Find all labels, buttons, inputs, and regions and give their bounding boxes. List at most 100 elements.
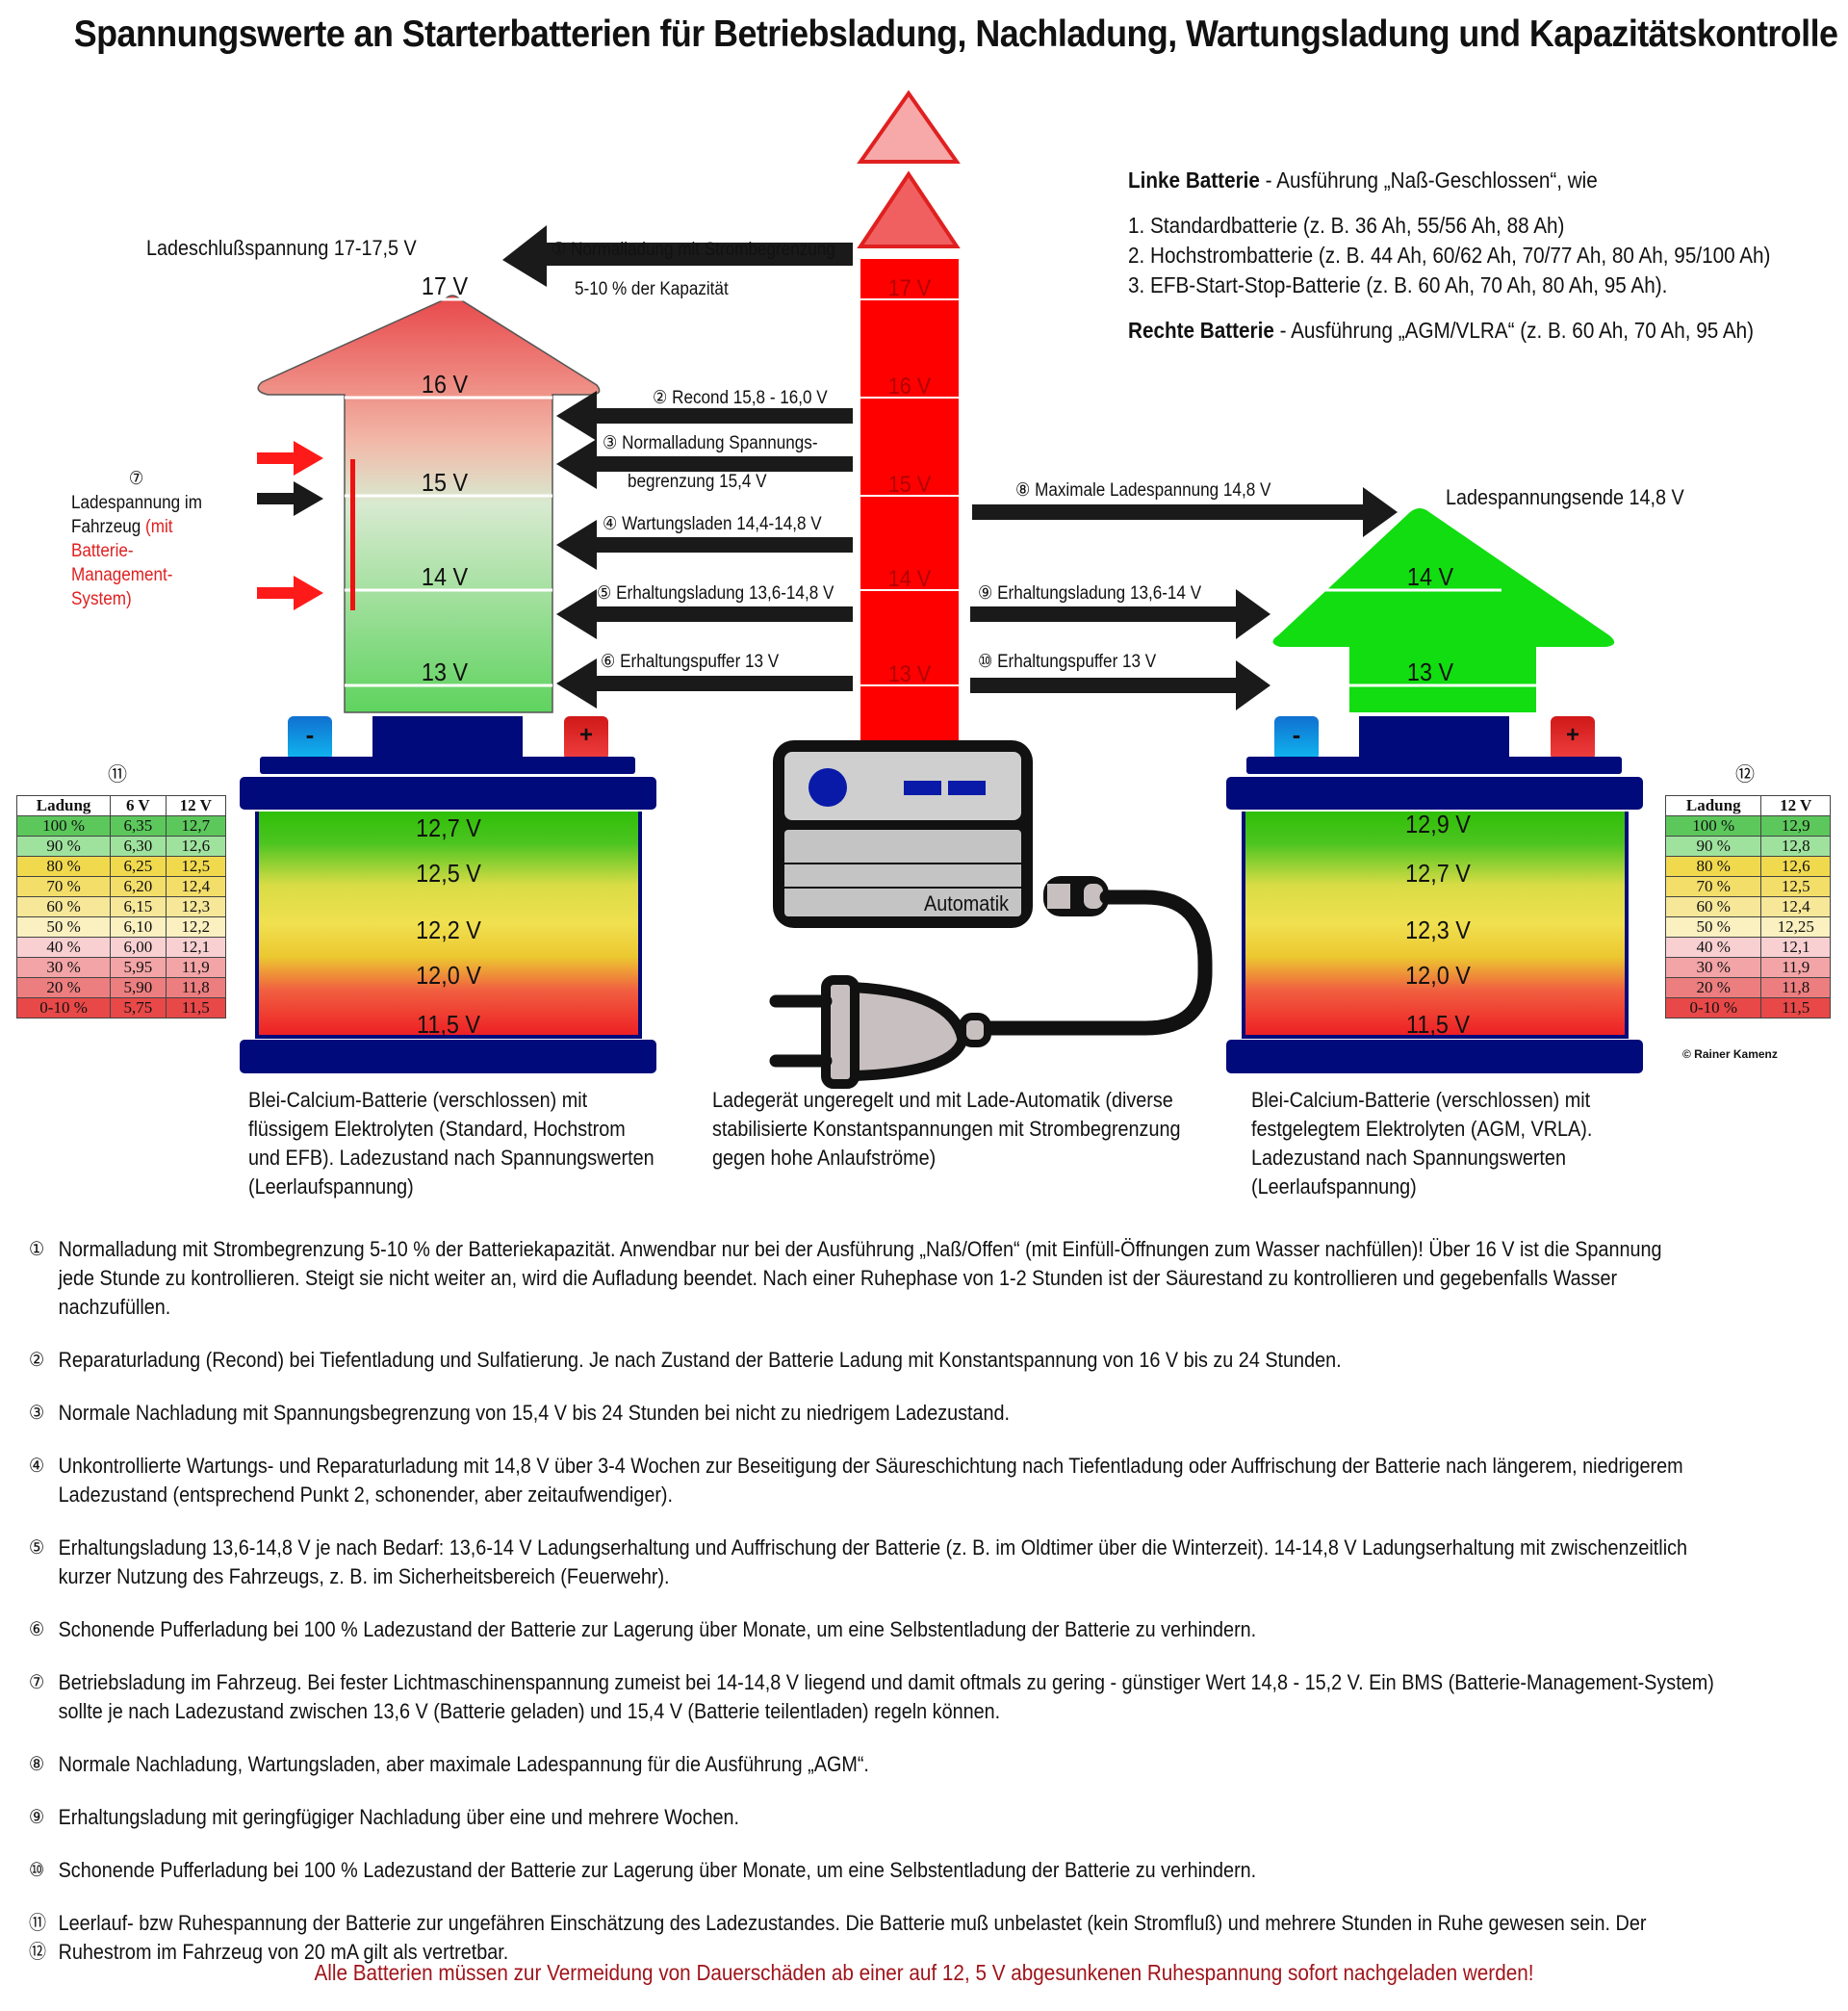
vehicle-charge-arrows	[257, 441, 323, 610]
note-text: Normale Nachladung, Wartungsladen, aber …	[59, 1750, 869, 1779]
note-line: Normalladung mit Strombegrenzung 5-10 % …	[58, 1237, 1662, 1261]
note-text: Reparaturladung (Recond) bei Tiefentladu…	[59, 1346, 1342, 1375]
level-label: 14 V	[421, 562, 469, 591]
note-line: Schonende Pufferladung bei 100 % Ladezus…	[58, 1617, 1257, 1641]
note-line: Ruhestrom im Fahrzeug von 20 mA gilt als…	[58, 1940, 509, 1964]
note-line: jede Stunde zu kontrollieren. Steigt sie…	[58, 1266, 1618, 1319]
battery-voltage: 12,7 V	[1405, 859, 1471, 888]
note-line: Normale Nachladung, Wartungsladen, aber …	[58, 1752, 869, 1776]
level-label: 13 V	[421, 657, 469, 686]
table-row: 20 %11,8	[1664, 977, 1831, 998]
note-text: Schonende Pufferladung bei 100 % Ladezus…	[59, 1856, 1257, 1885]
plus-terminal	[564, 716, 608, 761]
charger-voltage-column	[860, 259, 959, 740]
battery-voltage: 12,7 V	[416, 813, 481, 842]
table-cell-v12: 11,9	[165, 957, 226, 978]
table-left-number: ⑪	[108, 764, 127, 786]
arrow-label-1: ① Normalladung mit Strombegrenzung	[552, 240, 835, 260]
note-number: ②	[29, 1350, 45, 1371]
table-cell-charge: 30 %	[1664, 957, 1762, 978]
note-text: Erhaltungsladung 13,6-14,8 V je nach Bed…	[59, 1534, 1687, 1591]
level-label: 13 V	[1406, 657, 1454, 686]
table-cell-v12: 12,5	[165, 856, 226, 877]
note-item: ⑤ Erhaltungsladung 13,6-14,8 V je nach Be…	[29, 1534, 1727, 1591]
minus-terminal	[288, 716, 332, 761]
charger-level-label: 17 V	[887, 275, 932, 301]
table-cell-charge: 20 %	[1664, 977, 1762, 998]
indicator-light	[904, 781, 941, 795]
battery-type-item: 2. Hochstrombatterie (z. B. 44 Ah, 60/62…	[1128, 243, 1771, 268]
minus-terminal	[1274, 716, 1319, 761]
right-voltage-arrow	[1272, 508, 1615, 712]
arrow-sublabel-1: 5-10 % der Kapazität	[575, 279, 729, 299]
battery-voltage: 11,5 V	[1406, 1010, 1470, 1039]
note-text: Ruhestrom im Fahrzeug von 20 mA gilt als…	[59, 1938, 509, 1967]
table-cell-charge: 80 %	[1664, 856, 1762, 877]
table-cell-charge: 20 %	[15, 977, 112, 998]
charger-device	[769, 740, 1213, 1089]
table-cell-charge: 30 %	[15, 957, 112, 978]
table-cell-charge: 80 %	[15, 856, 112, 877]
table-cell-charge: 100 %	[1664, 815, 1762, 837]
table-cell-v6: 5,75	[110, 997, 167, 1018]
right-battery	[1226, 716, 1643, 1073]
battery-voltage: 12,5 V	[416, 859, 481, 888]
battery-voltage: 12,0 V	[416, 961, 481, 990]
battery-voltage: 12,3 V	[1405, 915, 1471, 944]
up-triangle-bottom	[857, 170, 961, 248]
vehicle-charge-label: ⑦ Ladespannung im Fahrzeug (mit Batterie…	[71, 469, 202, 609]
table-cell-v12: 11,8	[165, 977, 226, 998]
table-right-number: ⑫	[1735, 764, 1755, 786]
charger-level-label: 15 V	[887, 472, 932, 498]
table-cell-v12: 12,6	[1760, 856, 1831, 877]
note-line: Normale Nachladung mit Spannungsbegrenzu…	[58, 1401, 1011, 1425]
table-cell-v6: 6,15	[110, 896, 167, 917]
table-cell-v12: 12,6	[165, 836, 226, 857]
battery-voltage: 12,0 V	[1405, 961, 1471, 990]
table-cell-v6: 6,00	[110, 937, 167, 958]
note-number: ⑤	[29, 1537, 45, 1559]
table-row: 40 %12,1	[1664, 937, 1831, 958]
arrow-label-9: ⑨ Erhaltungsladung 13,6-14 V	[978, 583, 1202, 604]
note-line: Reparaturladung (Recond) bei Tiefentladu…	[58, 1348, 1342, 1372]
table-cell-charge: 50 %	[1664, 916, 1762, 938]
table-cell-v6: 6,10	[110, 916, 167, 938]
table-cell-charge: 90 %	[1664, 836, 1762, 857]
table-cell-charge: 60 %	[15, 896, 112, 917]
table-cell-charge: 50 %	[15, 916, 112, 938]
warning-text: Alle Batterien müssen zur Vermeidung von…	[314, 1960, 1534, 1985]
note-line: Erhaltungsladung 13,6-14,8 V je nach Bed…	[58, 1535, 1688, 1560]
table-cell-charge: 90 %	[15, 836, 112, 857]
table-cell-v12: 12,4	[165, 876, 226, 897]
note-number: ⑧	[29, 1754, 45, 1775]
note-number: ⑨	[29, 1807, 45, 1828]
note-line: Unkontrollierte Wartungs- und Reparaturl…	[58, 1454, 1683, 1478]
table-cell-v12: 12,8	[1760, 836, 1831, 857]
note-text: Normale Nachladung mit Spannungsbegrenzu…	[59, 1399, 1010, 1428]
table-cell-v6: 6,20	[110, 876, 167, 897]
note-line: Erhaltungsladung mit geringfügiger Nachl…	[58, 1805, 739, 1829]
note-text: Unkontrollierte Wartungs- und Reparaturl…	[59, 1452, 1683, 1509]
plus-icon: +	[1565, 722, 1579, 748]
note-text: Erhaltungsladung mit geringfügiger Nachl…	[59, 1803, 739, 1832]
note-number: ④	[29, 1456, 45, 1477]
copyright: © Rainer Kamenz	[1682, 1047, 1778, 1061]
table-cell-charge: 40 %	[15, 937, 112, 958]
table-cell-charge: 70 %	[15, 876, 112, 897]
right-charge-arrows	[970, 487, 1398, 710]
table-row: 80 %12,6	[1664, 856, 1831, 877]
